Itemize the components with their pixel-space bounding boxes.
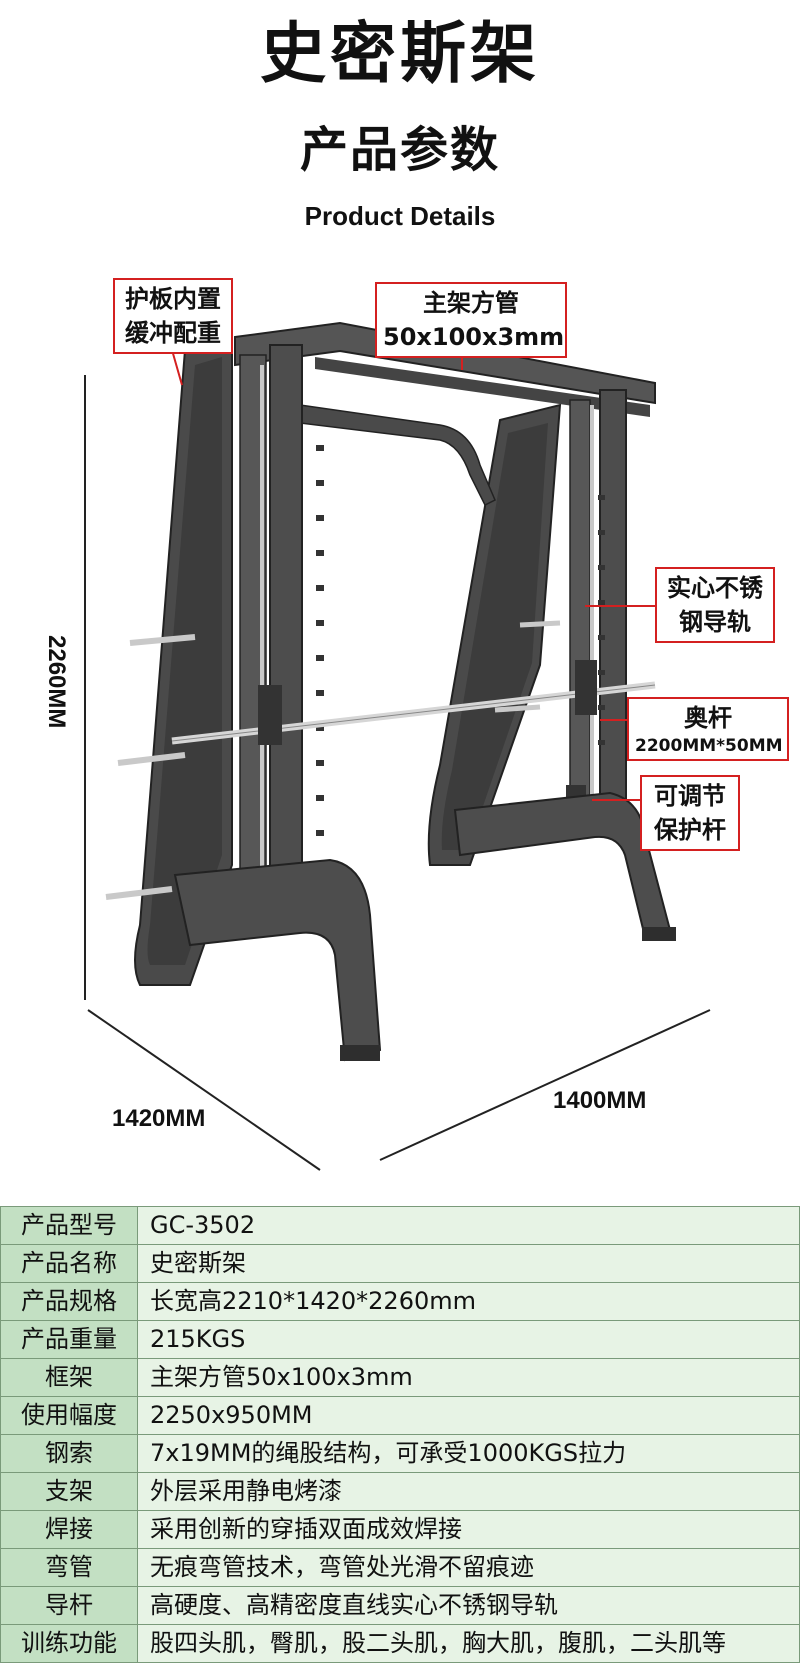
- table-row: 产品名称史密斯架: [0, 1244, 800, 1283]
- section-title-en: Product Details: [304, 201, 496, 231]
- callout-guide-rail: 实心不锈 钢导轨: [655, 567, 775, 643]
- callout-rail-line2: 钢导轨: [679, 608, 751, 636]
- spec-value: 7x19MM的绳股结构，可承受1000KGS拉力: [137, 1434, 800, 1473]
- callout-rail-line1: 实心不锈: [667, 574, 763, 602]
- table-row: 训练功能股四头肌，臀肌，股二头肌，胸大肌，腹肌，二头肌等: [0, 1624, 800, 1663]
- smith-machine-illustration: [84, 321, 711, 1171]
- page-title: 史密斯架: [260, 15, 540, 92]
- spec-value: 高硬度、高精密度直线实心不锈钢导轨: [137, 1586, 800, 1625]
- dimension-depth: 1400MM: [553, 1087, 647, 1114]
- spec-value: 股四头肌，臀肌，股二头肌，胸大肌，腹肌，二头肌等: [137, 1624, 800, 1663]
- spec-value: 215KGS: [137, 1320, 800, 1359]
- callout-frame-line1: 主架方管: [423, 289, 519, 317]
- spec-value: 史密斯架: [137, 1244, 800, 1283]
- spec-label: 钢索: [0, 1434, 138, 1473]
- dimension-width: 1420MM: [112, 1105, 206, 1132]
- spec-label: 产品型号: [0, 1206, 138, 1245]
- spec-value: 长宽高2210*1420*2260mm: [137, 1282, 800, 1321]
- callout-guard-line1: 护板内置: [125, 285, 221, 313]
- spec-label: 产品规格: [0, 1282, 138, 1321]
- dimension-height: 2260MM: [43, 635, 70, 729]
- spec-label: 框架: [0, 1358, 138, 1397]
- callout-barbell-line2: 2200MM*50MM: [635, 736, 783, 756]
- spec-label: 产品名称: [0, 1244, 138, 1283]
- spec-label: 支架: [0, 1472, 138, 1511]
- product-figure: 护板内置 缓冲配重 主架方管 50x100x3mm 实心不锈 钢导轨 奥杆 22…: [0, 265, 800, 1190]
- spec-label: 使用幅度: [0, 1396, 138, 1435]
- section-title: 产品参数: [299, 122, 500, 178]
- spec-label: 产品重量: [0, 1320, 138, 1359]
- callout-barbell: 奥杆 2200MM*50MM: [627, 697, 789, 761]
- table-row: 框架主架方管50x100x3mm: [0, 1358, 800, 1397]
- spec-value: 2250x950MM: [137, 1396, 800, 1435]
- table-row: 导杆高硬度、高精密度直线实心不锈钢导轨: [0, 1586, 800, 1625]
- callout-barbell-line1: 奥杆: [684, 704, 732, 732]
- table-row: 支架外层采用静电烤漆: [0, 1472, 800, 1511]
- spec-value: GC-3502: [137, 1206, 800, 1245]
- spec-value: 外层采用静电烤漆: [137, 1472, 800, 1511]
- spec-label: 训练功能: [0, 1624, 138, 1663]
- callout-guard-panel: 护板内置 缓冲配重: [113, 278, 233, 354]
- callout-frame-line2: 50x100x3mm: [383, 323, 565, 351]
- table-row: 产品规格长宽高2210*1420*2260mm: [0, 1282, 800, 1321]
- table-row: 焊接采用创新的穿插双面成效焊接: [0, 1510, 800, 1549]
- callout-frame-tube: 主架方管 50x100x3mm: [375, 282, 567, 358]
- table-row: 弯管无痕弯管技术，弯管处光滑不留痕迹: [0, 1548, 800, 1587]
- callout-safety-line1: 可调节: [654, 782, 726, 810]
- callout-guard-line2: 缓冲配重: [125, 319, 221, 347]
- callout-safety-bar: 可调节 保护杆: [640, 775, 740, 851]
- spec-value: 无痕弯管技术，弯管处光滑不留痕迹: [137, 1548, 800, 1587]
- callout-safety-line2: 保护杆: [654, 816, 726, 844]
- spec-label: 焊接: [0, 1510, 138, 1549]
- spec-label: 导杆: [0, 1586, 138, 1625]
- spec-value: 主架方管50x100x3mm: [137, 1358, 800, 1397]
- spec-label: 弯管: [0, 1548, 138, 1587]
- spec-value: 采用创新的穿插双面成效焊接: [137, 1510, 800, 1549]
